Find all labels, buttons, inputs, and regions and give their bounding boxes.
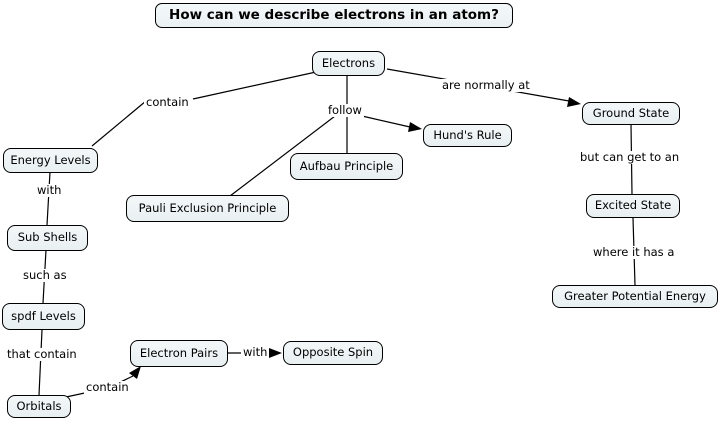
node-hunds-rule[interactable]: Hund's Rule xyxy=(423,124,512,147)
edge-label-but-can-get-to-an[interactable]: but can get to an xyxy=(578,150,682,165)
arrowhead-electron-pairs xyxy=(129,366,141,379)
node-orbitals[interactable]: Orbitals xyxy=(7,395,71,418)
node-spdf-levels[interactable]: spdf Levels xyxy=(2,303,85,330)
node-aufbau-principle[interactable]: Aufbau Principle xyxy=(290,153,403,180)
arrowhead-opposite-spin xyxy=(269,348,282,358)
edge-label-where-it-has-a[interactable]: where it has a xyxy=(591,245,677,260)
edge-energy-sub-shells xyxy=(46,171,51,226)
edge-label-with-opposite-spin[interactable]: with xyxy=(241,345,270,360)
edge-label-with-sub-shells[interactable]: with xyxy=(35,183,64,198)
node-pauli-exclusion-principle[interactable]: Pauli Exclusion Principle xyxy=(126,195,289,222)
edge-label-contain-electron-pairs[interactable]: contain xyxy=(84,380,131,395)
edge-electrons-contain xyxy=(192,71,317,100)
node-greater-potential-energy[interactable]: Greater Potential Energy xyxy=(552,285,718,308)
node-energy-levels[interactable]: Energy Levels xyxy=(3,148,98,173)
edge-label-are-normally-at[interactable]: are normally at xyxy=(440,78,532,93)
node-ground-state[interactable]: Ground State xyxy=(582,102,680,125)
map-title: How can we describe electrons in an atom… xyxy=(155,3,513,28)
edge-spdf-orbitals xyxy=(38,329,43,396)
edge-contain-energy-levels xyxy=(91,100,147,147)
node-excited-state[interactable]: Excited State xyxy=(586,194,680,218)
node-electron-pairs[interactable]: Electron Pairs xyxy=(130,340,228,367)
node-sub-shells[interactable]: Sub Shells xyxy=(7,225,88,251)
edge-follow-hunds xyxy=(361,115,411,128)
edge-label-such-as[interactable]: such as xyxy=(21,268,69,283)
edge-label-that-contain[interactable]: that contain xyxy=(5,347,79,362)
edge-follow-pauli xyxy=(229,112,340,197)
edge-label-follow[interactable]: follow xyxy=(326,103,364,118)
node-electrons[interactable]: Electrons xyxy=(312,51,385,76)
arrowhead-ground-state xyxy=(567,97,581,107)
node-opposite-spin[interactable]: Opposite Spin xyxy=(283,341,383,365)
edge-label-contain-energy-levels[interactable]: contain xyxy=(144,95,191,110)
arrowhead-hunds-rule xyxy=(408,122,422,132)
